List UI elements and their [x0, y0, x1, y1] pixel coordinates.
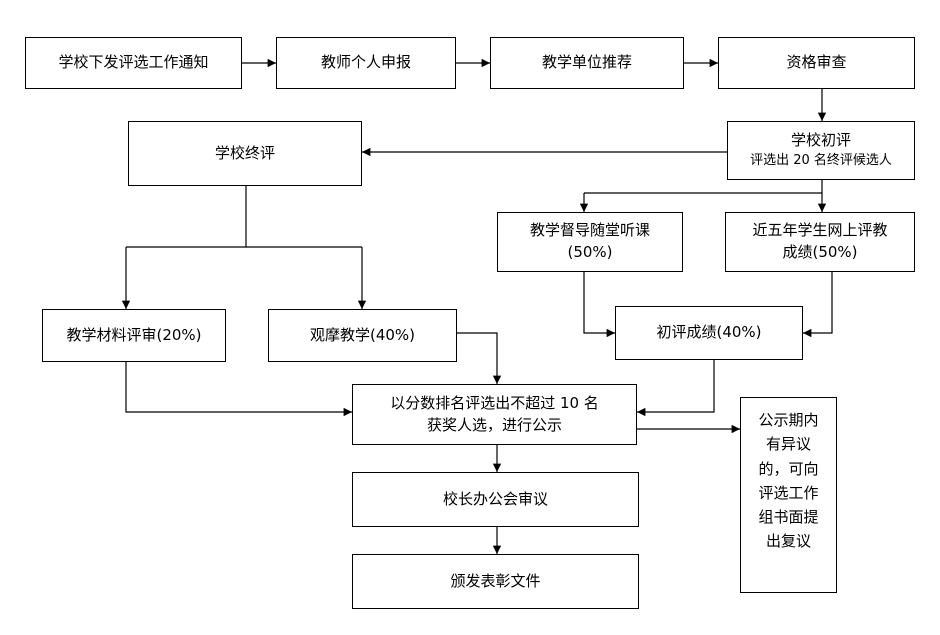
node-issue-document-label: 颁发表彰文件: [450, 571, 541, 590]
objection-line-2: 有异议: [765, 435, 811, 454]
node-observe: 观摩教学(40%): [268, 309, 457, 362]
node-teacher-apply: 教师个人申报: [276, 37, 456, 89]
node-objection-note: 公示期内 有异议 的，可向 评选工作 组书面提 出复议: [740, 397, 837, 593]
node-prelim-subtitle: 评选出 20 名终评候选人: [750, 152, 892, 168]
node-observe-label: 观摩教学(40%): [309, 325, 416, 344]
node-unit-recommend: 教学单位推荐: [490, 37, 684, 89]
node-prelim-score: 初评成绩(40%): [615, 306, 803, 360]
node-materials-label: 教学材料评审(20%): [66, 325, 202, 344]
node-supervision: 教学督导随堂听课 (50%): [497, 212, 683, 272]
node-ranking-line2: 获奖人选，进行公示: [426, 415, 562, 434]
node-supervision-line1: 教学督导随堂听课: [529, 221, 650, 240]
objection-line-3: 的，可向: [758, 459, 819, 478]
node-teacher-apply-label: 教师个人申报: [320, 53, 411, 72]
arrow-online-to-score: [803, 272, 833, 338]
node-online-eval-line1: 近五年学生网上评教: [752, 221, 888, 240]
objection-line-4: 评选工作: [758, 483, 819, 502]
node-online-eval-line2: 成绩(50%): [782, 243, 858, 261]
line-final-split: [126, 186, 247, 248]
node-notice-label: 学校下发评选工作通知: [58, 53, 209, 72]
objection-line-5: 组书面提: [758, 508, 819, 527]
node-final-label: 学校终评: [214, 143, 275, 162]
node-issue-document: 颁发表彰文件: [352, 554, 639, 609]
node-prelim-title: 学校初评: [790, 131, 851, 150]
node-principal-meeting: 校长办公会审议: [352, 472, 639, 527]
node-materials: 教学材料评审(20%): [42, 309, 226, 362]
node-principal-meeting-label: 校长办公会审议: [442, 489, 548, 508]
node-ranking: 以分数排名评选出不超过 10 名 获奖人选，进行公示: [352, 384, 637, 445]
arrow-observe-to-rank: [457, 332, 502, 384]
arrow-score-to-rank: [637, 360, 715, 417]
arrow-materials-to-rank: [125, 362, 352, 417]
node-supervision-line2: (50%): [567, 243, 613, 261]
line-prelim-split: [584, 180, 823, 194]
node-ranking-line1: 以分数排名评选出不超过 10 名: [390, 393, 599, 412]
node-prelim: 学校初评 评选出 20 名终评候选人: [727, 121, 915, 180]
node-online-eval: 近五年学生网上评教 成绩(50%): [725, 212, 915, 272]
node-prelim-score-label: 初评成绩(40%): [656, 323, 762, 342]
node-notice: 学校下发评选工作通知: [25, 37, 242, 89]
node-final: 学校终评: [128, 121, 362, 186]
node-qualification-label: 资格审查: [786, 53, 847, 72]
objection-line-1: 公示期内: [758, 411, 819, 429]
objection-line-6: 出复议: [765, 532, 811, 551]
arrow-supervision-to-score: [583, 272, 615, 338]
node-qualification: 资格审查: [718, 37, 915, 89]
node-unit-recommend-label: 教学单位推荐: [541, 53, 632, 72]
